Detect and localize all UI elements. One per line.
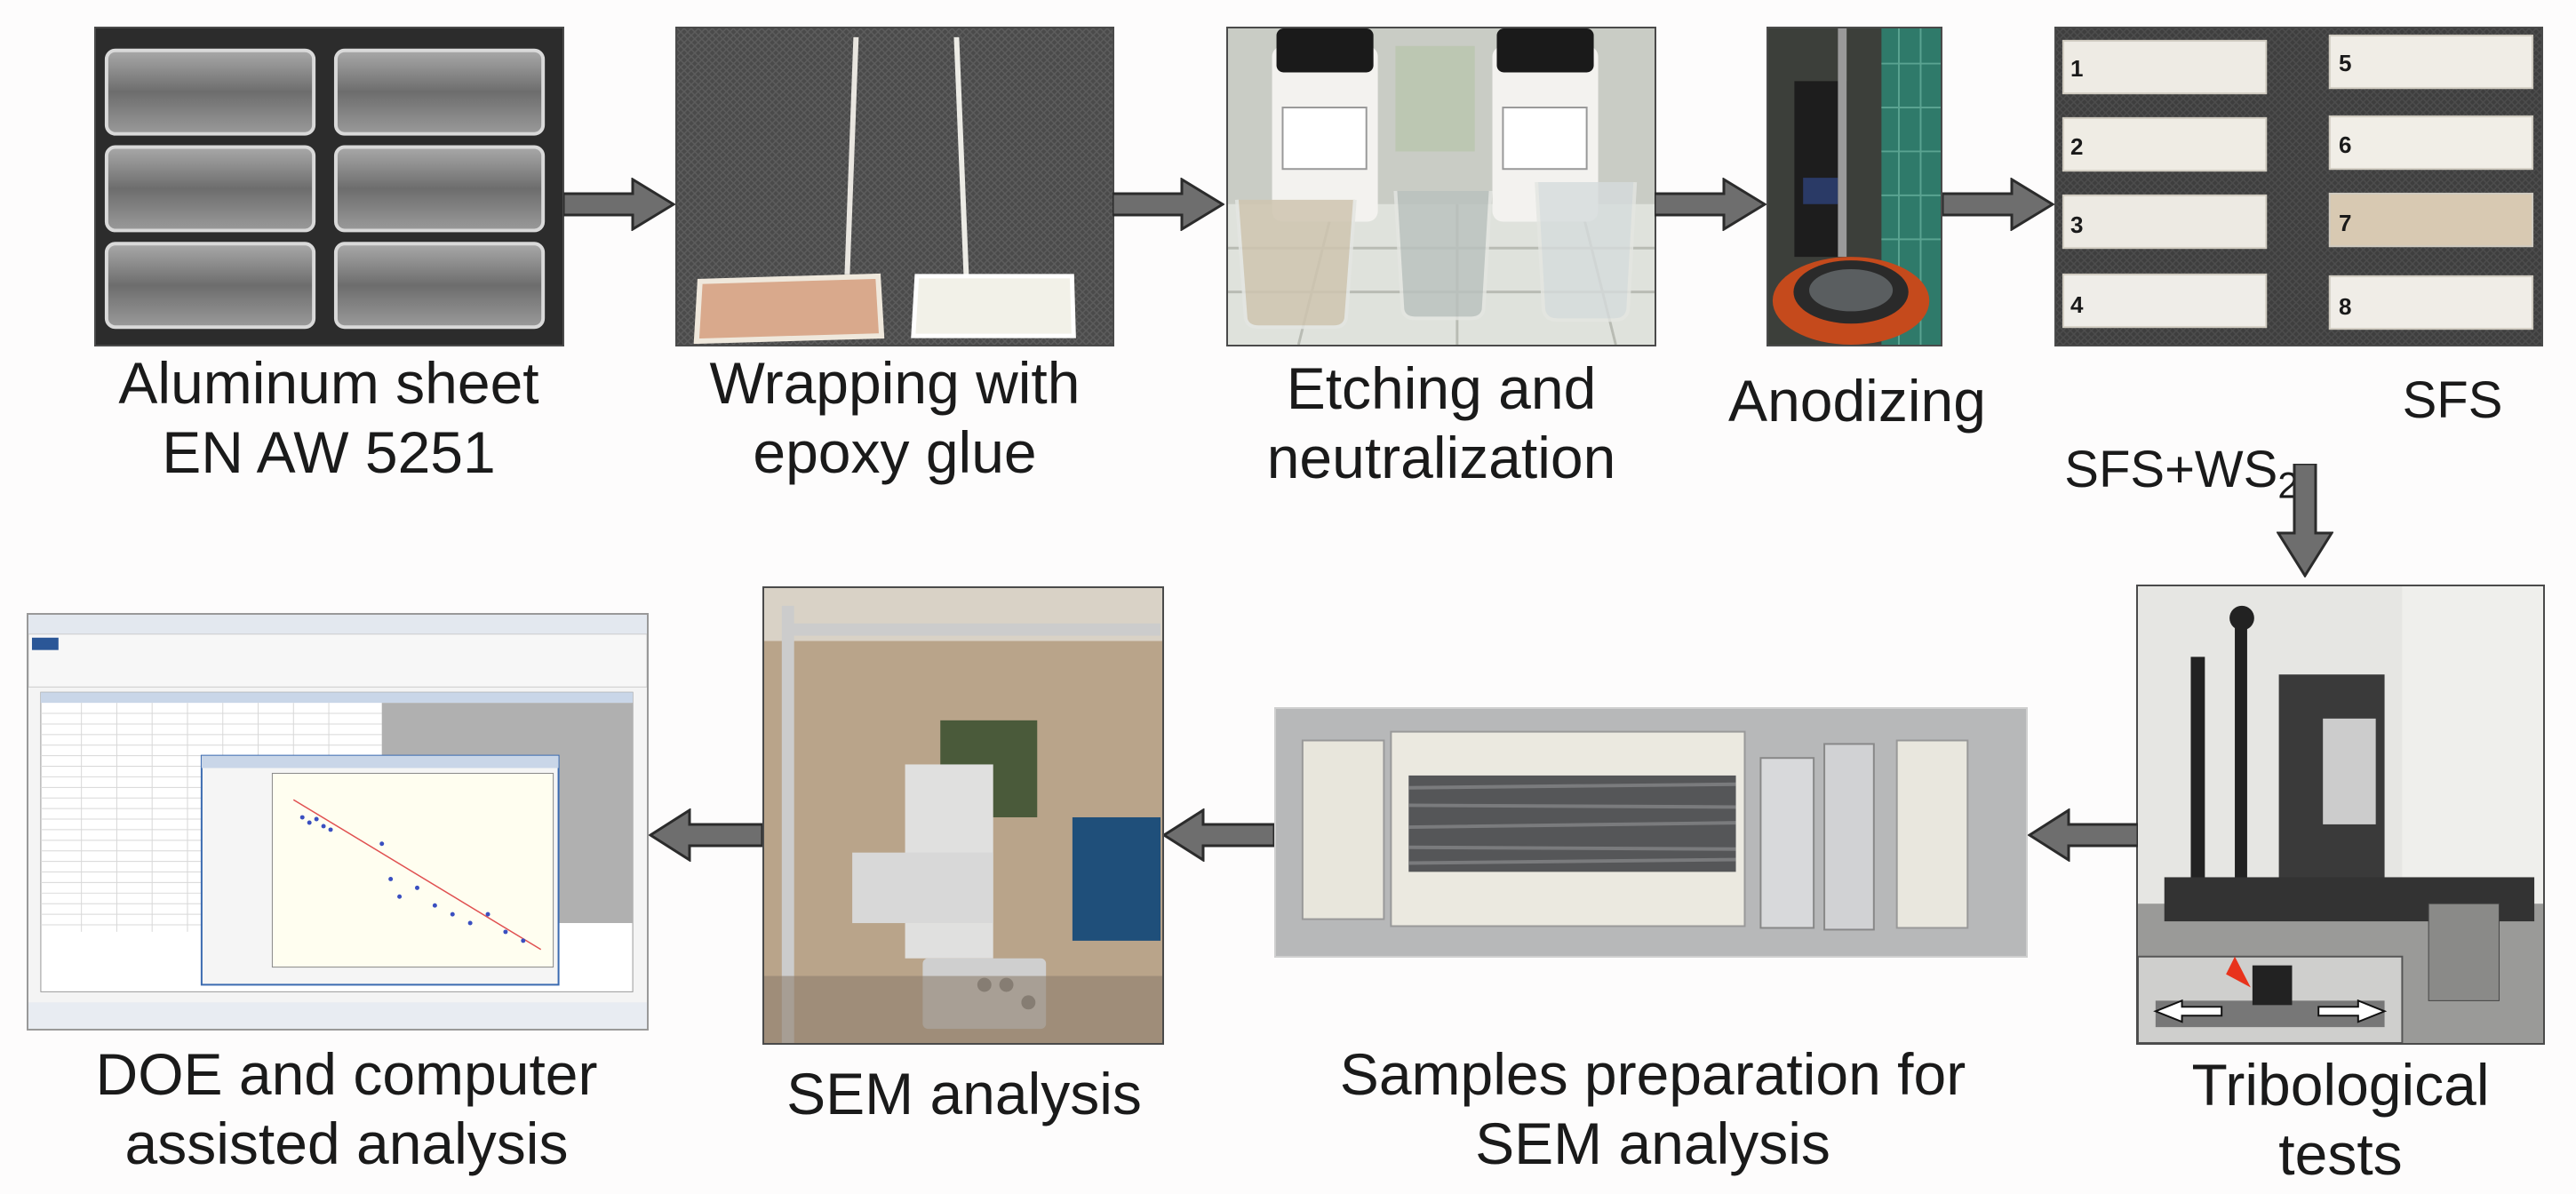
- etching-label: Etching and neutralization: [1266, 355, 1616, 490]
- sfs-ws2-label-main: SFS+WS: [2064, 441, 2278, 498]
- sem-samples-photo: [1274, 707, 2028, 958]
- anodizing-label: Anodizing: [1728, 368, 1986, 434]
- wrapping-label: Wrapping with epoxy glue: [709, 350, 1081, 485]
- doe-label: DOE and computer assisted analysis: [95, 1041, 598, 1176]
- arrow-left-3: [649, 808, 762, 862]
- samples-photo: 1 2 3 4 5 6 7 8: [2054, 27, 2543, 346]
- tribological-label: Tribological tests: [2191, 1052, 2490, 1187]
- sample-number-2: 2: [2070, 133, 2084, 160]
- doe-software-photo: [27, 613, 649, 1031]
- arrow-left-2: [1162, 808, 1274, 862]
- sfs-label: SFS: [2402, 371, 2503, 429]
- sample-number-7: 7: [2339, 210, 2352, 236]
- sample-number-6: 6: [2339, 131, 2352, 158]
- aluminum-label: Aluminum sheet EN AW 5251: [118, 350, 539, 485]
- sample-number-4: 4: [2070, 291, 2084, 318]
- etching-photo: [1226, 27, 1656, 346]
- arrow-right-1: [563, 178, 675, 231]
- sem-label: SEM analysis: [786, 1061, 1142, 1126]
- wrapping-photo: [675, 27, 1114, 346]
- arrow-down: [2277, 464, 2333, 577]
- sample-number-3: 3: [2070, 211, 2084, 238]
- sfs-ws2-label: SFS+WS2: [2062, 366, 2301, 521]
- anodizing-photo: [1767, 27, 1942, 346]
- arrow-left-1: [2028, 808, 2138, 862]
- arrow-right-4: [1942, 178, 2054, 231]
- arrow-right-3: [1655, 178, 1767, 231]
- tribological-photo: [2136, 585, 2545, 1045]
- sample-number-5: 5: [2339, 50, 2352, 76]
- sample-number-8: 8: [2339, 293, 2352, 320]
- sem-prep-label: Samples preparation for SEM analysis: [1339, 1041, 1966, 1176]
- arrow-right-2: [1113, 178, 1224, 231]
- sample-number-1: 1: [2070, 55, 2084, 82]
- sem-photo: [762, 586, 1164, 1045]
- aluminum-sheet-photo: [94, 27, 564, 346]
